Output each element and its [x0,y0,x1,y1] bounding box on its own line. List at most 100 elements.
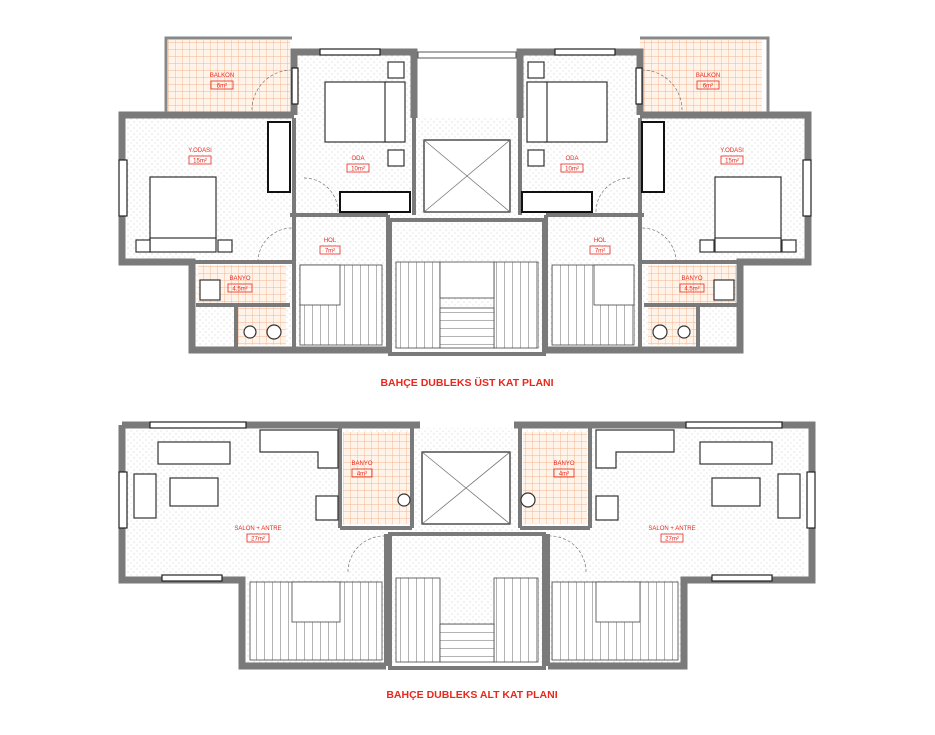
sink [520,492,536,508]
svg-text:27m²: 27m² [665,537,679,543]
interior-walls [338,428,592,666]
window [806,471,816,529]
svg-text:SALON + ANTRE: SALON + ANTRE [648,526,695,532]
shower [713,279,735,301]
svg-text:15m²: 15m² [193,159,207,165]
wardrobe [267,121,291,193]
svg-text:BALKON: BALKON [210,73,234,79]
bathroom-tiles [523,432,587,524]
balcony-tiles [168,40,290,112]
core-staircase [388,532,546,670]
sofa-set [699,441,801,519]
kitchen-counter [259,429,339,469]
elevator-shaft [417,51,517,213]
double-bed [135,176,233,253]
window [161,574,223,582]
svg-text:10m²: 10m² [565,167,579,173]
double-bed [699,176,797,253]
bathroom-tiles [238,305,286,345]
svg-text:HOL: HOL [594,238,607,244]
lower-plan-title: BAHÇE DUBLEKS ALT KAT PLANI [386,689,557,701]
balcony-rail [164,36,770,112]
shower [199,279,221,301]
svg-text:BALKON: BALKON [696,73,720,79]
room-label-hol-right: HOL 7m² [589,238,611,255]
stair-landing [291,581,341,623]
room-label-yodasi-right: Y.ODASI 15m² [720,148,744,165]
sink [652,324,668,340]
toilet [677,325,691,339]
room-label-banyo-lower-left: BANYO 4m² [351,461,372,478]
upper-plan-title: BAHÇE DUBLEKS ÜST KAT PLANI [380,376,553,389]
svg-text:6m²: 6m² [217,84,227,90]
double-bed [526,61,608,167]
svg-text:HOL: HOL [324,238,337,244]
wardrobe [641,121,665,193]
door-swing [549,535,587,573]
room-label-banyo-lower-right: BANYO 4m² [553,461,574,478]
room-label-balkon-left: BALKON 6m² [210,73,234,90]
elevator-shaft [421,451,511,525]
room-label-balkon-right: BALKON 6m² [696,73,720,90]
svg-text:BANYO: BANYO [351,461,372,467]
svg-text:Y.ODASI: Y.ODASI [188,148,212,154]
svg-text:4.5m²: 4.5m² [684,287,699,293]
svg-text:BANYO: BANYO [681,276,702,282]
svg-text:4.5m²: 4.5m² [232,287,247,293]
window [554,48,616,56]
wardrobe [339,191,411,213]
window [685,421,783,429]
room-label-banyo-left: BANYO 4.5m² [227,276,253,293]
room-label-salon-right: SALON + ANTRE 27m² [648,526,695,543]
double-bed [324,61,406,167]
balcony-tiles [640,40,762,112]
door-swing [641,69,683,111]
window [118,159,128,217]
window [711,574,773,582]
upper-floor-plan [118,36,812,356]
wardrobe [521,191,593,213]
room-label-oda-right: ODA 10m² [560,156,584,173]
sink [266,324,282,340]
stair-landing [595,581,641,623]
window [319,48,381,56]
room-label-hol-left: HOL 7m² [319,238,341,255]
door-swing [257,227,293,263]
svg-text:4m²: 4m² [357,472,367,478]
core-staircase [388,218,546,356]
window [291,67,299,105]
svg-text:ODA: ODA [351,156,364,162]
toilet [243,325,257,339]
lower-floor-plan [118,421,816,670]
svg-text:7m²: 7m² [595,249,605,255]
window [118,471,128,529]
svg-text:Y.ODASI: Y.ODASI [720,148,744,154]
svg-text:7m²: 7m² [325,249,335,255]
fridge [315,495,339,521]
stair-landing [299,264,341,306]
svg-text:27m²: 27m² [251,537,265,543]
svg-text:10m²: 10m² [351,167,365,173]
room-label-yodasi-left: Y.ODASI 15m² [188,148,212,165]
sofa-set [133,441,231,519]
window [802,159,812,217]
door-swing [595,177,631,213]
door-swing [641,227,677,263]
svg-text:15m²: 15m² [725,159,739,165]
sink [397,493,411,507]
interior-walls [194,118,740,350]
door-swing [303,177,339,213]
stair-landing [593,264,635,306]
svg-text:4m²: 4m² [559,472,569,478]
room-label-salon-left: SALON + ANTRE 27m² [234,526,281,543]
door-swing [251,69,293,111]
svg-text:SALON + ANTRE: SALON + ANTRE [234,526,281,532]
fridge [595,495,619,521]
room-label-oda-left: ODA 10m² [346,156,370,173]
svg-text:BANYO: BANYO [229,276,250,282]
svg-text:BANYO: BANYO [553,461,574,467]
window [635,67,643,105]
door-swing [347,535,385,573]
kitchen-counter [595,429,675,469]
